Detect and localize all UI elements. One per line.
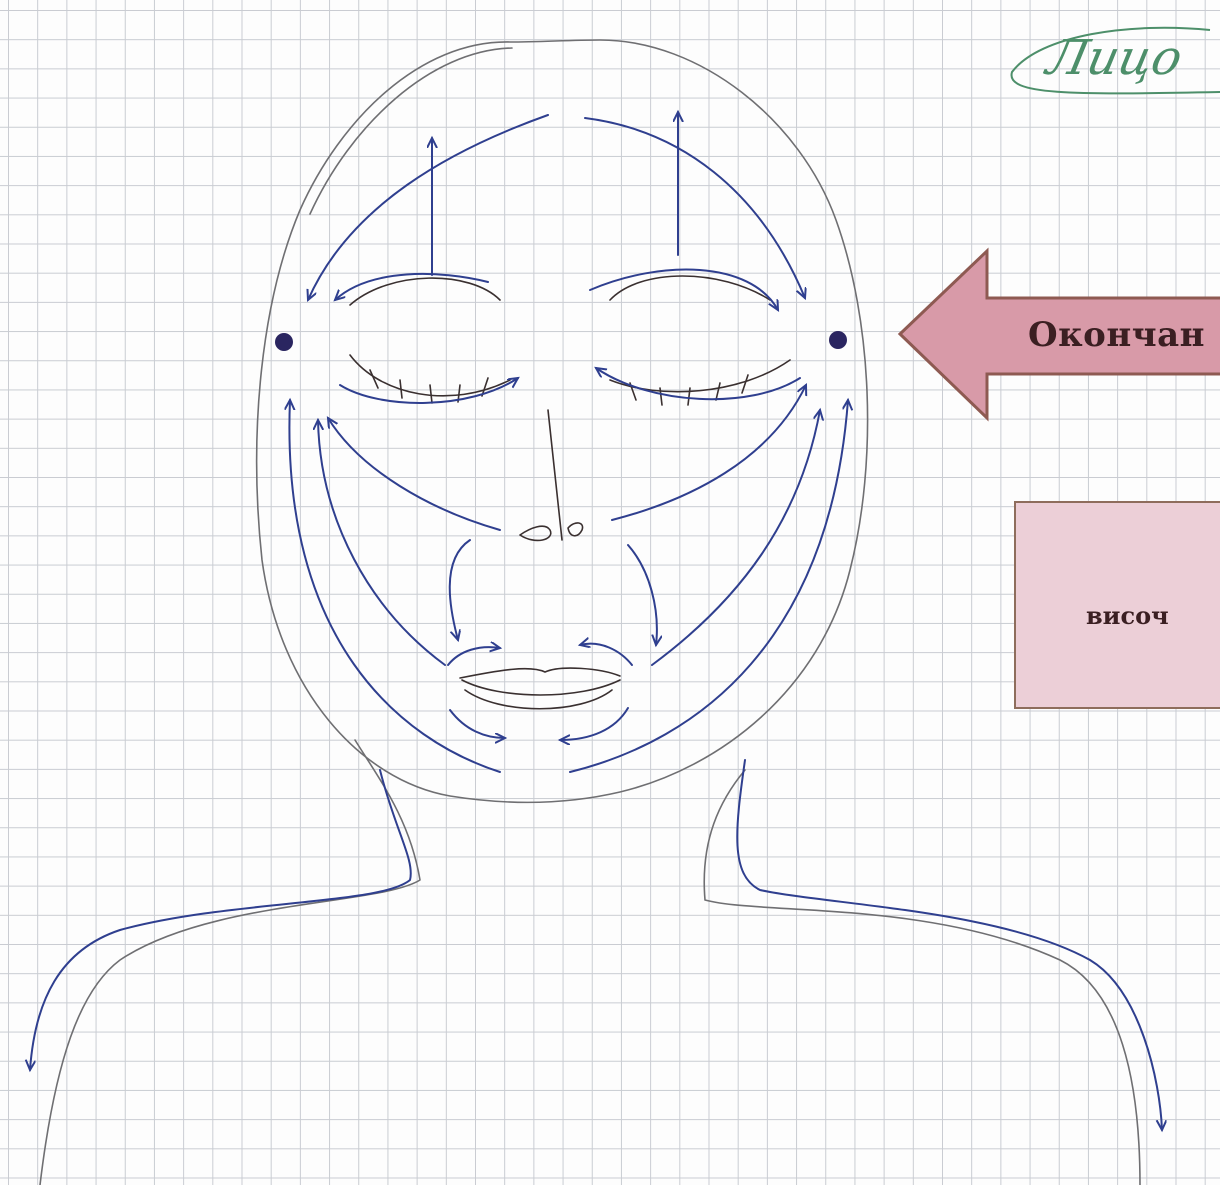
lips xyxy=(460,668,620,709)
mouth-arrows xyxy=(448,644,632,740)
nose xyxy=(520,410,583,540)
temple-points xyxy=(275,331,847,351)
neck-shoulders-outline xyxy=(40,740,1140,1185)
info-box: височ xyxy=(1014,501,1220,709)
callout-label: Окончан xyxy=(1028,315,1220,355)
face-outline xyxy=(257,40,868,802)
neck-arrows xyxy=(30,760,1162,1130)
eyes xyxy=(350,276,790,405)
handwritten-title: Лицо xyxy=(1042,30,1187,86)
forehead-arrows xyxy=(308,112,805,310)
info-box-label: височ xyxy=(1086,601,1169,630)
